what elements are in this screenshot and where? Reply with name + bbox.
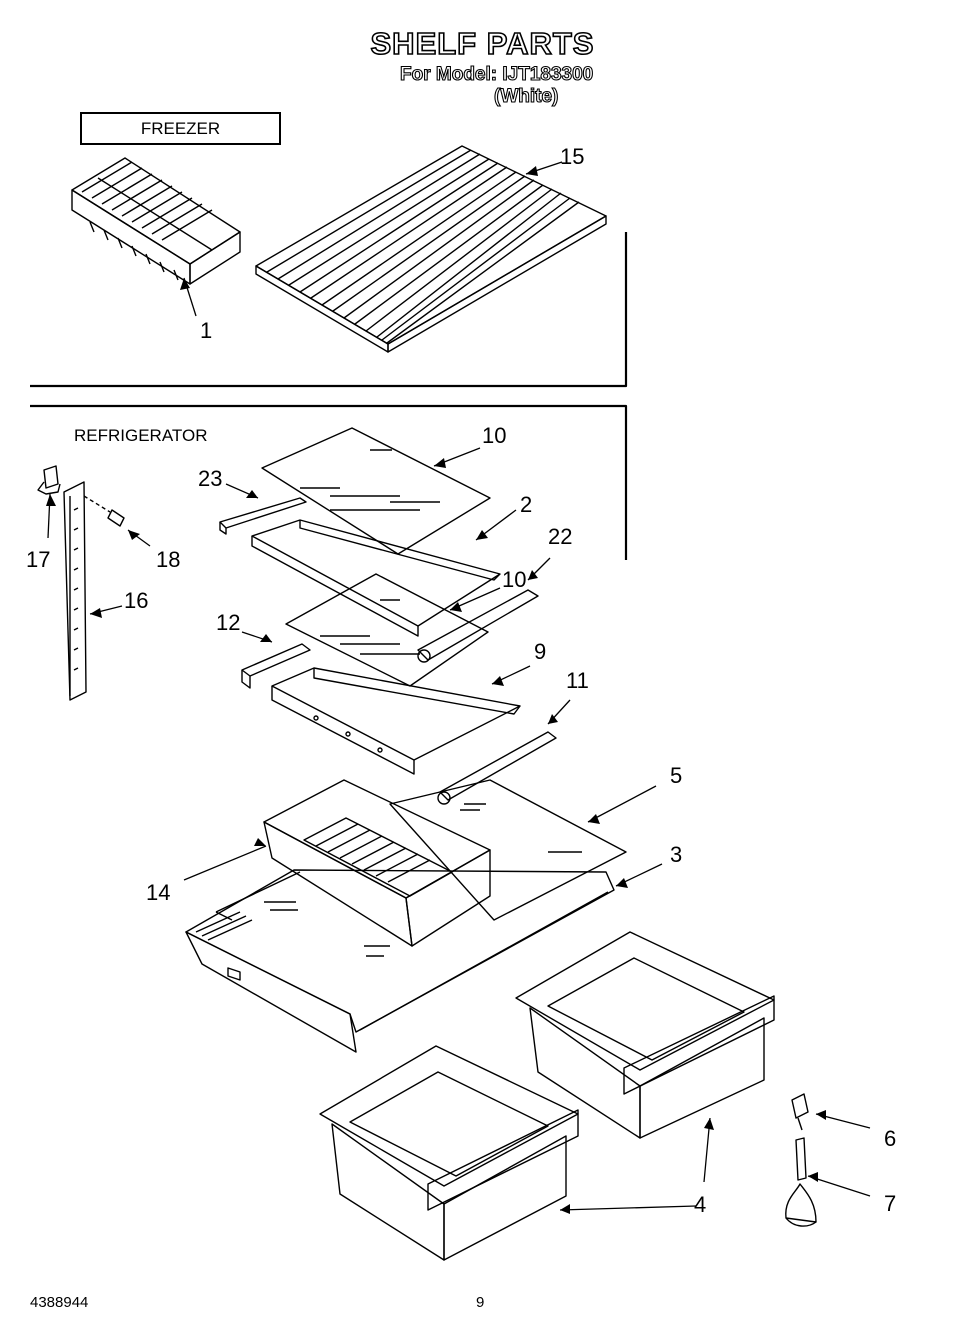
shelf-trim-part-22 (417, 589, 539, 663)
callout-1: 1 (200, 318, 213, 343)
callout-9: 9 (534, 639, 547, 664)
callout-4: 4 (694, 1192, 707, 1217)
callout-6: 6 (884, 1126, 897, 1151)
shelf-frame-part-9 (271, 667, 521, 775)
meat-pan-part-14 (263, 779, 491, 947)
callout-16: 16 (124, 588, 149, 613)
callout-14: 14 (146, 880, 171, 905)
freezer-label-box: FREEZER (80, 112, 281, 145)
callout-2: 2 (520, 492, 533, 517)
callout-10-lower: 10 (502, 567, 527, 592)
freezer-frame (30, 232, 628, 388)
refrigerator-frame (30, 404, 628, 560)
leader-lines (47, 161, 871, 1211)
ice-tray-part-1 (71, 157, 241, 285)
callout-10-upper: 10 (482, 423, 507, 448)
leveler-part-6 (791, 1093, 809, 1131)
freezer-label: FREEZER (140, 119, 221, 138)
arrow-heads (46, 166, 826, 1214)
callout-3: 3 (670, 842, 683, 867)
leveler-part-7 (785, 1137, 817, 1227)
callout-15: 15 (560, 144, 585, 169)
wire-shelf-part-15 (255, 145, 607, 353)
shelf-frame-part-2 (251, 519, 501, 637)
refrigerator-label: REFRIGERATOR (74, 426, 208, 445)
doc-number: 4388944 (30, 1294, 89, 1311)
ladder-rack-part-16 (63, 481, 87, 701)
color-line: (White) (493, 85, 559, 107)
callout-5: 5 (670, 763, 683, 788)
crisper-drawer-part-4-left (319, 1045, 579, 1261)
screw-part-18 (83, 495, 125, 527)
model-line: For Model: IJT183300 (399, 63, 594, 85)
callout-7: 7 (884, 1191, 897, 1216)
callout-23: 23 (198, 466, 223, 491)
callout-18: 18 (156, 547, 181, 572)
glass-shelf-part-10-lower (285, 573, 489, 687)
callout-12: 12 (216, 610, 241, 635)
crisper-tray-part-3 (185, 869, 615, 1053)
page-title: SHELF PARTS (370, 25, 595, 62)
support-clip-part-17 (37, 465, 61, 495)
callout-17: 17 (26, 547, 51, 572)
crisper-cover-part-5 (389, 779, 627, 921)
shelf-trim-part-23 (219, 497, 307, 535)
page-number: 9 (476, 1294, 485, 1311)
crisper-drawer-part-4-right (515, 931, 775, 1139)
trim-part-11 (437, 731, 557, 805)
glass-shelf-part-10-upper (261, 427, 491, 555)
callout-11: 11 (566, 668, 589, 693)
shelf-trim-part-12 (241, 643, 311, 689)
callout-22: 22 (548, 524, 573, 549)
